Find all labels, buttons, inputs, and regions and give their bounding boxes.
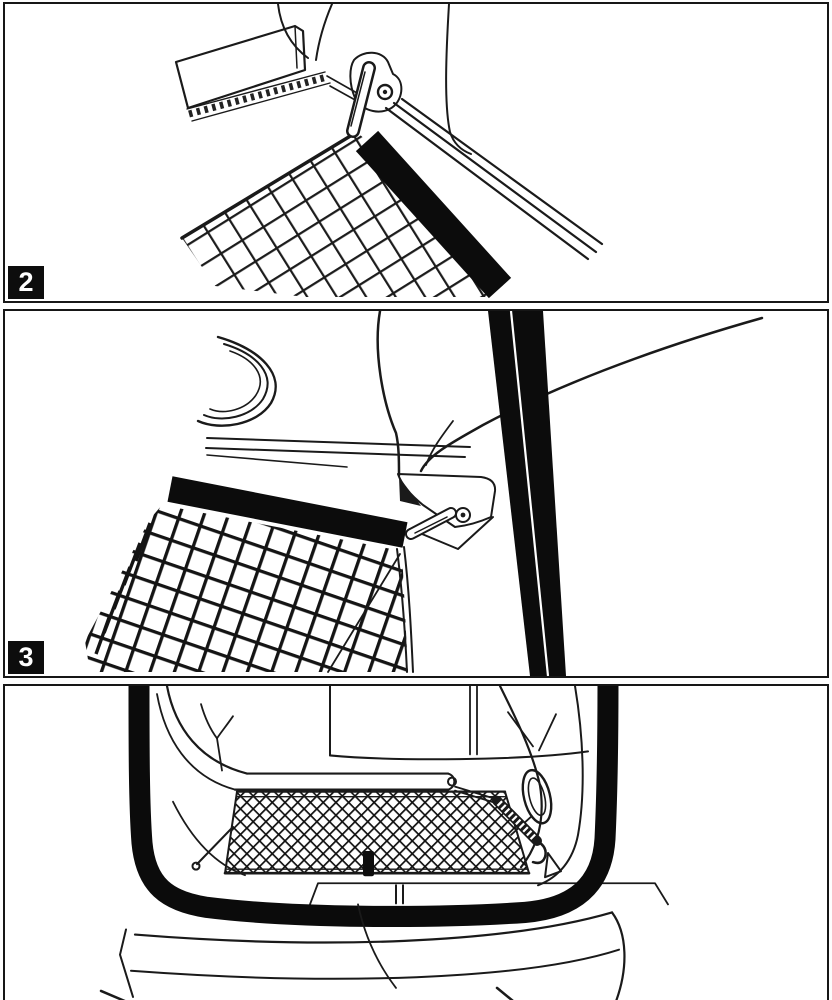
step-number-badge: 3 <box>8 641 44 674</box>
panel-step-2: 2 <box>3 2 829 303</box>
left-trim-panel <box>156 686 249 877</box>
net-edge-binding-bar <box>167 476 408 548</box>
rear-shelf-trim <box>174 24 358 122</box>
left-elastic-cord <box>191 825 234 871</box>
side-trim-anchor-bracket <box>397 473 497 550</box>
panel-step-3: 3 <box>3 309 829 678</box>
net-pull-tab <box>363 851 374 877</box>
mesh-frayed-ends <box>94 522 152 655</box>
illustration-hook-to-side-trim <box>85 311 764 676</box>
wheel-arch-trim <box>196 335 277 427</box>
sill-edge-lines <box>384 97 604 261</box>
quarter-panel-edges <box>376 311 764 477</box>
net-right-edge-cords <box>327 546 414 673</box>
shelf-anchor-ring <box>349 51 403 113</box>
illustration-net-installed-trunk <box>99 686 669 1000</box>
cargo-net-mesh <box>223 790 531 877</box>
net-hook-clip <box>346 61 376 138</box>
parcel-shelf-bar <box>233 772 457 791</box>
net-edge-binding-bar <box>355 130 512 299</box>
trunk-opening-seal <box>128 686 619 928</box>
step-number-badge: 2 <box>8 266 44 299</box>
seat-back <box>329 686 589 761</box>
net-top-edge-cord <box>180 130 359 240</box>
bumper-lines <box>99 903 626 1000</box>
panel-result-trunk <box>3 684 829 1000</box>
door-seal-band <box>488 311 566 676</box>
illustration-hook-to-shelf-anchor <box>174 4 604 299</box>
net-hook-clip <box>405 507 457 540</box>
right-spring-hook <box>454 785 562 879</box>
floor-scuff-plate <box>309 882 669 906</box>
body-sill-lines <box>205 437 471 468</box>
